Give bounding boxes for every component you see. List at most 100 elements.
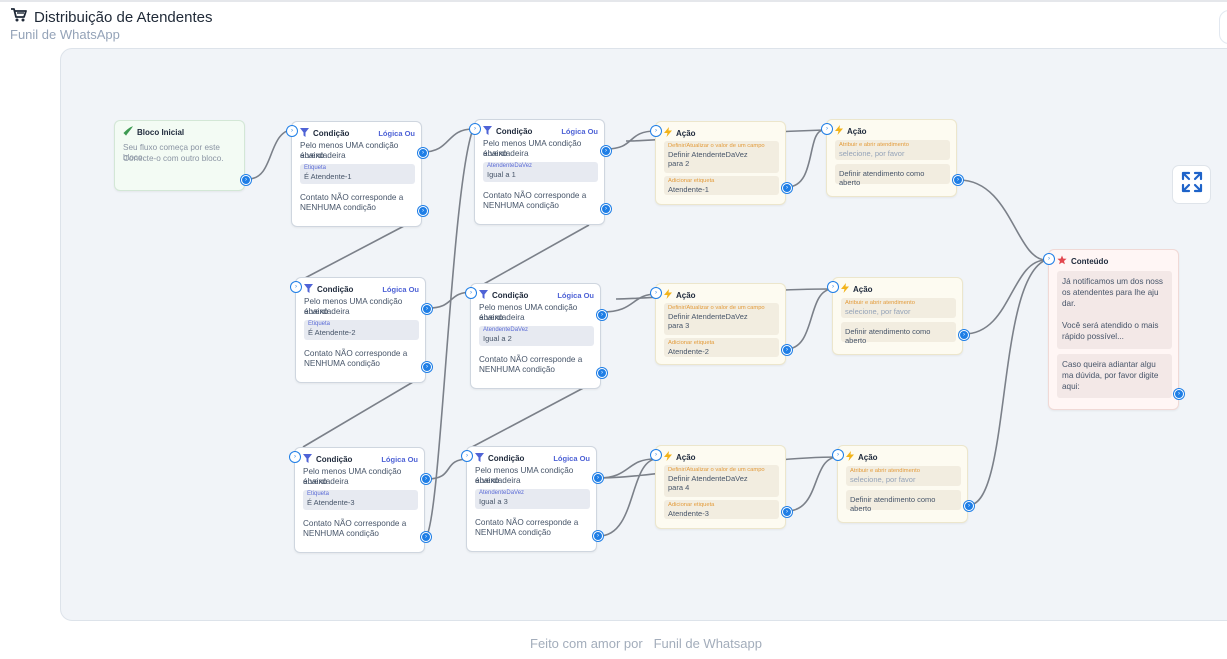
footer: Feito com amor por Funil de Whatsapp [0,636,1227,651]
filter-icon [304,283,313,296]
input-handle[interactable]: › [291,282,301,292]
else-text-2: NENHUMA condição [475,528,551,537]
output-handle[interactable]: › [953,175,963,185]
message-line: dar. [1062,299,1076,308]
top-border [0,0,1227,2]
condition-text-2: é verdadeira [300,151,346,160]
else-text-1: Contato NÃO corresponde a [300,193,404,202]
input-handle[interactable]: › [651,450,661,460]
action-block-set-3[interactable]: › Ação Definir/Atualizar o valor de um c… [651,445,792,529]
input-handle[interactable]: › [290,452,300,462]
assign-chip: Atribuir e abrir atendimento selecione, … [835,140,950,160]
output-handle-true[interactable]: › [597,310,607,320]
lightning-icon [841,283,849,296]
output-handle[interactable]: › [964,501,974,511]
output-handle-true[interactable]: › [593,473,603,483]
edge [302,381,414,448]
input-handle[interactable]: › [828,282,838,292]
chip-key: Etiqueta [307,491,330,497]
edge [422,128,474,153]
else-text-1: Contato NÃO corresponde a [304,349,408,358]
input-handle[interactable]: › [651,126,661,136]
chip-key: Atribuir e abrir atendimento [845,300,915,306]
input-handle[interactable]: › [833,450,843,460]
output-handle-true[interactable]: › [601,146,611,156]
output-handle[interactable]: › [241,175,251,185]
output-handle[interactable]: › [1174,389,1184,399]
action-block-set-1[interactable]: › Ação Definir/Atualizar o valor de um c… [651,121,792,205]
chip-value: Atendente-3 [668,509,709,518]
output-handle-false[interactable]: › [421,532,431,542]
output-handle-true[interactable]: › [418,148,428,158]
lightning-icon [664,127,672,140]
condition-title: Condição [317,284,354,294]
else-text-2: NENHUMA condição [483,201,559,210]
message-line: os atendentes para lhe aju [1062,288,1159,297]
chip-key: Atribuir e abrir atendimento [850,468,920,474]
action-block-set-2[interactable]: › Ação Definir/Atualizar o valor de um c… [651,283,792,365]
else-text-1: Contato NÃO corresponde a [475,518,579,527]
message-line: rápido possível... [1062,332,1124,341]
footer-brand-link[interactable]: Funil de Whatsapp [653,636,762,651]
chip-key: Etiqueta [308,321,331,327]
start-block[interactable]: Bloco Inicial Seu fluxo começa por este … [114,120,251,191]
edge [958,179,1047,261]
input-handle[interactable]: › [462,451,472,461]
input-handle[interactable]: › [287,126,297,136]
output-handle[interactable]: › [959,330,969,340]
output-handle-false[interactable]: › [422,362,432,372]
input-handle[interactable]: › [470,124,480,134]
output-handle[interactable]: › [782,183,792,193]
fullscreen-button[interactable] [1172,165,1211,204]
output-handle-true[interactable]: › [421,474,431,484]
output-handle-false[interactable]: › [593,531,603,541]
output-handle-false[interactable]: › [597,368,607,378]
action-title: Ação [676,452,696,462]
content-title: Conteúdo [1071,256,1109,266]
input-handle[interactable]: › [1044,254,1054,264]
page-header: Distribuição de Atendentes [10,7,212,28]
input-handle[interactable]: › [651,288,661,298]
condition-text-2: é verdadeira [479,313,525,322]
content-block[interactable]: › Conteúdo Já notificamos um dos noss os… [1044,249,1184,410]
chip-key: Definir/Atualizar o valor de um campo [668,305,765,311]
flow-canvas[interactable]: Bloco Inicial Seu fluxo começa por este … [60,48,1227,621]
output-handle[interactable]: › [782,507,792,517]
set-field-chip: Definir/Atualizar o valor de um campo De… [664,465,779,497]
flow-connections [247,128,1047,538]
chip-key: Definir/Atualizar o valor de um campo [668,467,765,473]
chip-key: Adicionar etiqueta [668,340,715,346]
input-handle[interactable]: › [822,124,832,134]
else-text-2: NENHUMA condição [304,359,380,368]
output-handle-false[interactable]: › [418,206,428,216]
action-title: Ação [858,452,878,462]
side-panel-button[interactable] [1219,10,1227,44]
expand-icon [1181,171,1203,198]
action-block-assign-2[interactable]: › Ação Atribuir e abrir atendimento sele… [828,277,969,355]
condition-title: Condição [316,454,353,464]
edge [785,288,834,350]
action-block-assign-1[interactable]: › Ação Atribuir e abrir atendimento sele… [822,119,963,197]
action-block-assign-3[interactable]: › Ação Atribuir e abrir atendimento sele… [833,445,974,523]
edge [968,259,1047,506]
lightning-icon [835,125,843,138]
message-line: Caso queira adiantar algu [1062,360,1156,369]
logic-label: Lógica Ou [381,454,418,464]
condition-text-1: Pelo menos UMA condição abaixo [304,297,403,316]
output-handle-false[interactable]: › [601,204,611,214]
condition-text-2: é verdadeira [303,477,349,486]
input-handle[interactable]: › [466,288,476,298]
output-handle-true[interactable]: › [422,304,432,314]
else-text-2: NENHUMA condição [300,203,376,212]
lightning-icon [664,451,672,464]
else-text-1: Contato NÃO corresponde a [303,519,407,528]
output-handle[interactable]: › [782,345,792,355]
